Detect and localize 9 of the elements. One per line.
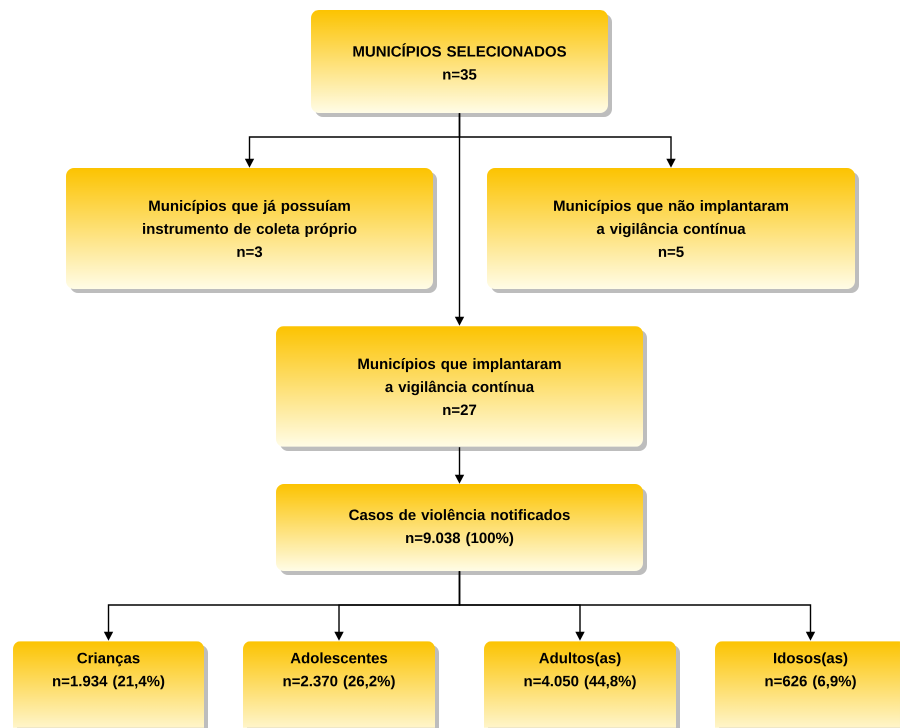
process-box: MUNICÍPIOS SELECIONADOS n=35: [311, 10, 612, 117]
process-box: Crianças n=1.934 (21,4%): [13, 641, 208, 728]
process-box: Adolescentes n=2.370 (26,2%): [243, 641, 439, 728]
process-box: Municípios que já possuíam instrumento de coleta próprio n=3: [66, 168, 437, 293]
process-box: Municípios que não implantaram a vigilância contínua n=5: [487, 168, 859, 293]
process-box: Idosos(as) n=626 (6,9%): [715, 641, 900, 728]
process-box: Municípios que implantaram a vigilância contínua n=27: [276, 326, 647, 451]
process-box: Adultos(as) n=4.050 (44,8%): [484, 641, 680, 728]
process-box: Casos de violência notificados n=9.038 (100%): [276, 484, 647, 575]
